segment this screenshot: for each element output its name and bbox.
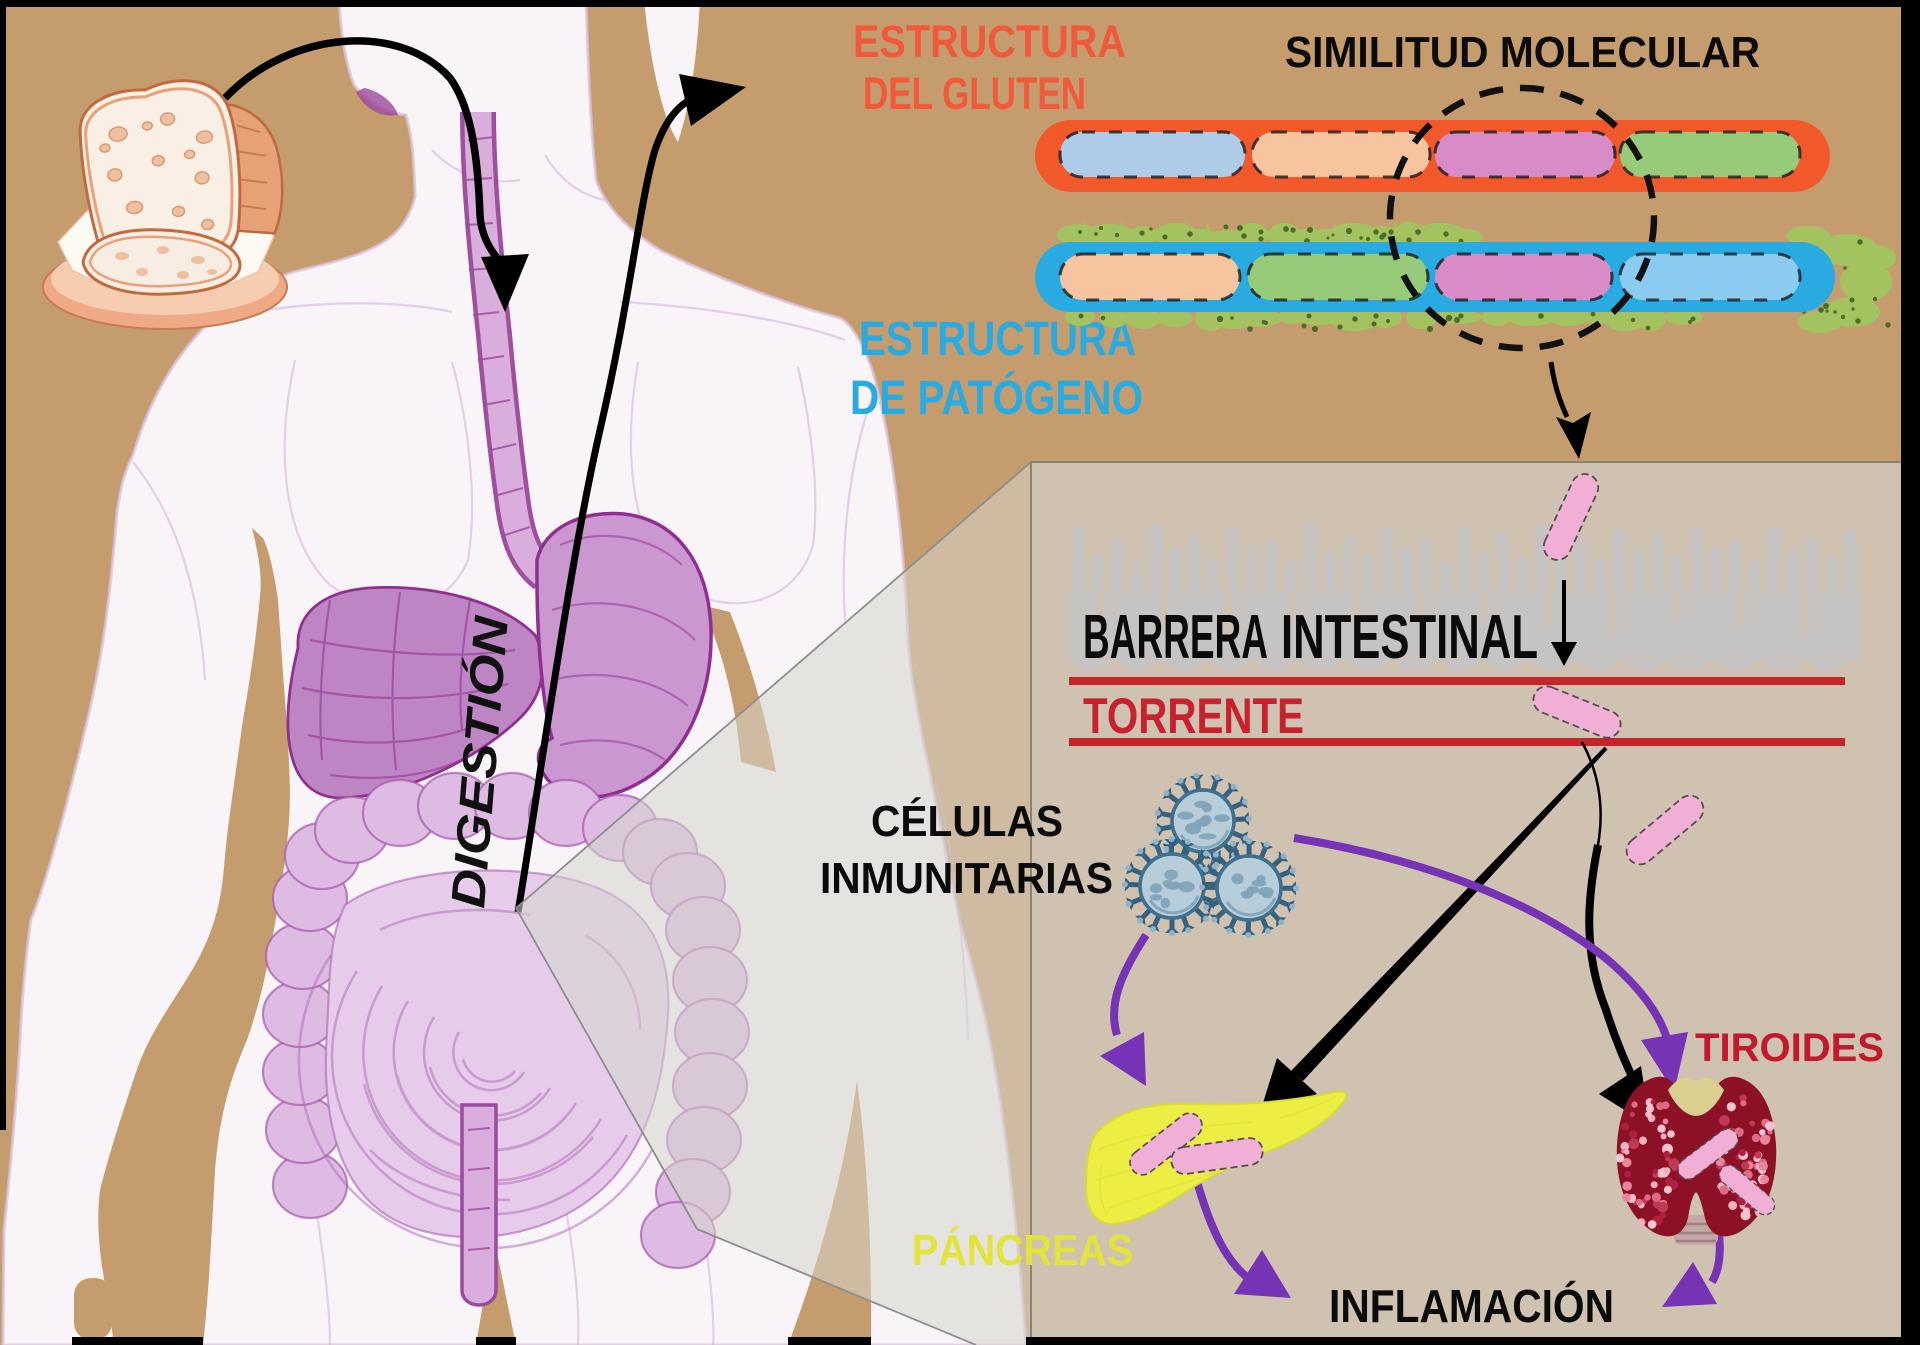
svg-text:PÁNCREAS: PÁNCREAS	[912, 1225, 1133, 1275]
svg-text:DE PATÓGENO: DE PATÓGENO	[850, 370, 1143, 425]
svg-text:ESTRUCTURA: ESTRUCTURA	[859, 313, 1136, 366]
svg-text:ESTRUCTURA: ESTRUCTURA	[853, 16, 1126, 67]
svg-text:DEL GLUTEN: DEL GLUTEN	[863, 68, 1086, 119]
svg-text:SIMILITUD MOLECULAR: SIMILITUD MOLECULAR	[1285, 28, 1760, 77]
svg-text:TORRENTE: TORRENTE	[1083, 688, 1304, 744]
svg-text:TIROIDES: TIROIDES	[1695, 1026, 1884, 1070]
svg-text:INMUNITARIAS: INMUNITARIAS	[820, 854, 1113, 903]
svg-text:CÉLULAS: CÉLULAS	[871, 796, 1063, 846]
svg-text:INTESTINAL: INTESTINAL	[1281, 603, 1538, 672]
svg-text:INFLAMACIÓN: INFLAMACIÓN	[1329, 1280, 1614, 1332]
svg-text:BARRERA: BARRERA	[1083, 603, 1268, 672]
